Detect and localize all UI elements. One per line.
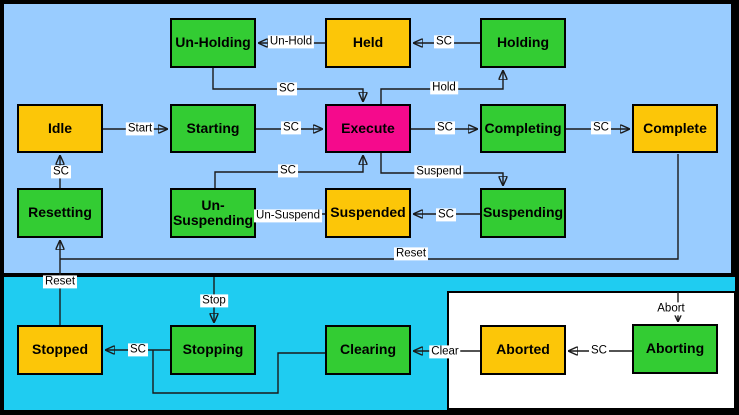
transition-label-start: Start — [125, 122, 155, 136]
transition-label-hold: Hold — [430, 81, 458, 95]
state-execute: Execute — [325, 104, 411, 153]
wire-complete-reset — [60, 154, 679, 260]
transition-label-sc-unsuspending-execute: SC — [278, 164, 298, 178]
transition-label-un-hold: Un-Hold — [267, 35, 315, 49]
state-holding: Holding — [480, 18, 566, 68]
transition-label-sc-resetting-idle: SC — [51, 165, 71, 179]
transition-label-clear: Clear — [429, 345, 461, 359]
transition-label-abort: Abort — [655, 302, 687, 316]
state-aborted: Aborted — [480, 325, 566, 375]
state-completing: Completing — [480, 104, 566, 153]
state-idle: Idle — [17, 104, 103, 153]
state-stopping: Stopping — [170, 325, 256, 375]
state-un-holding: Un-Holding — [170, 18, 256, 68]
state-held: Held — [325, 18, 411, 68]
transition-label-sc-unholding-execute: SC — [277, 82, 297, 96]
state-clearing: Clearing — [325, 325, 411, 375]
transition-label-sc-stopping-stopped: SC — [128, 343, 148, 357]
transition-label-sc-starting-execute: SC — [281, 121, 301, 135]
transition-label-sc-completing-complete: SC — [591, 121, 611, 135]
wire-clearing-stopped — [152, 350, 325, 394]
state-stopped: Stopped — [17, 325, 103, 375]
state-starting: Starting — [170, 104, 256, 153]
transition-label-reset-stopped: Reset — [42, 275, 78, 289]
transition-label-reset-complete: Reset — [393, 247, 429, 261]
state-suspended: Suspended — [325, 188, 411, 238]
transition-label-stop: Stop — [200, 294, 228, 308]
transition-label-un-suspend: Un-Suspend — [254, 209, 322, 223]
transition-label-sc-suspending-suspended: SC — [436, 208, 456, 222]
state-resetting: Resetting — [17, 188, 103, 238]
transition-label-sc-aborting-aborted: SC — [589, 344, 609, 358]
transition-label-sc-execute-completing: SC — [435, 121, 455, 135]
state-complete: Complete — [632, 104, 718, 153]
state-suspending: Suspending — [480, 188, 566, 238]
transition-label-suspend: Suspend — [414, 165, 464, 179]
transition-label-sc-holding-held: SC — [434, 35, 454, 49]
state-un-suspending: Un-Suspending — [170, 188, 256, 238]
state-aborting: Aborting — [632, 324, 718, 374]
